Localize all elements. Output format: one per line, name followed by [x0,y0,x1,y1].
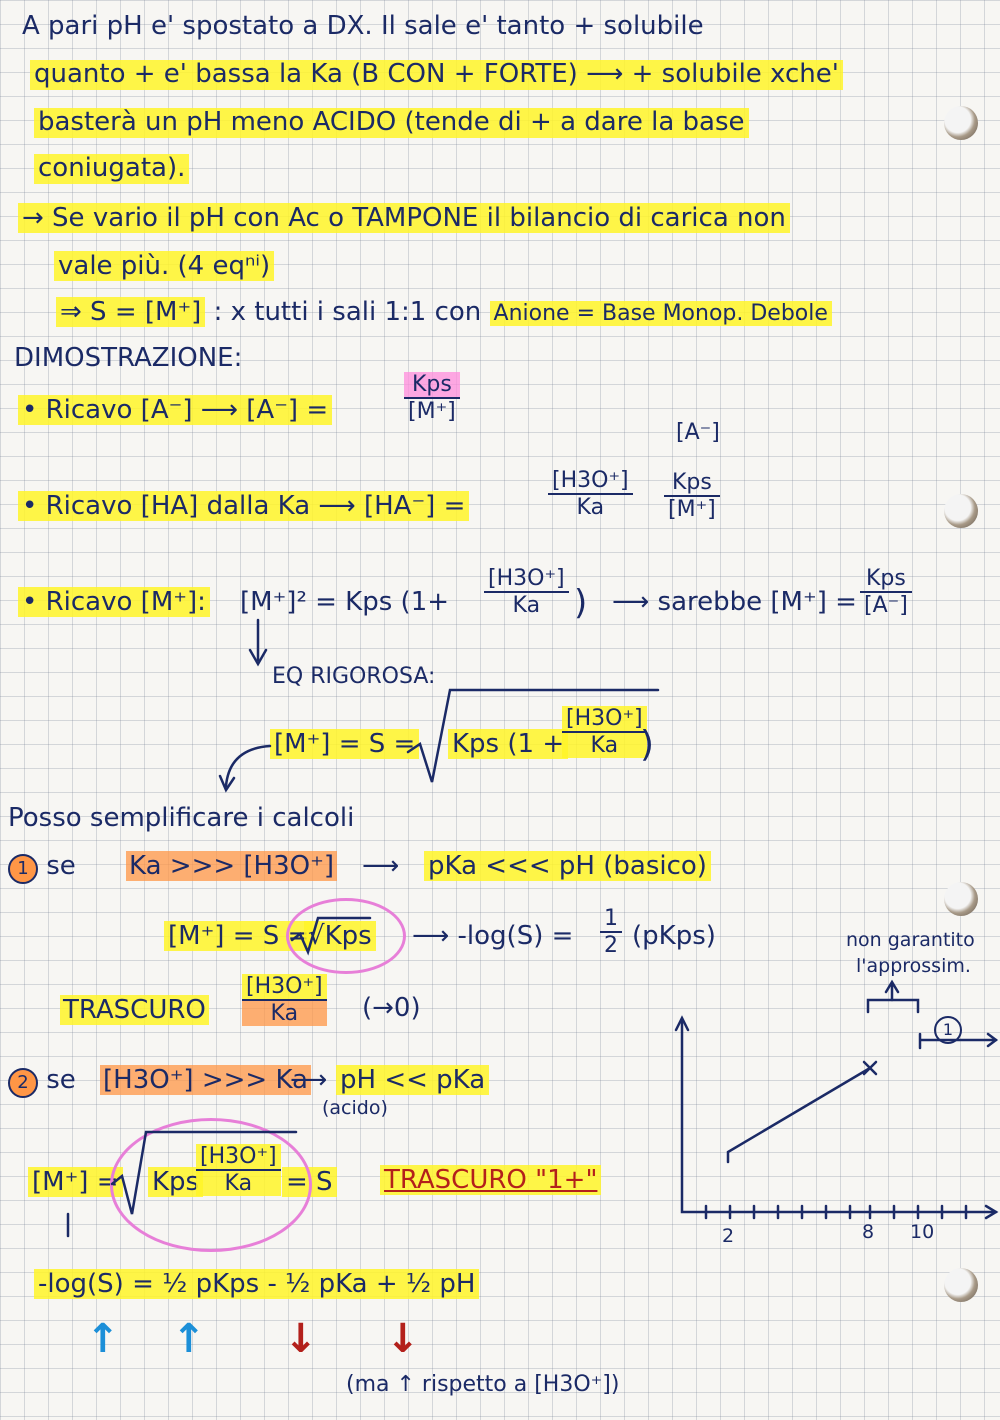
text-line-1: A pari pH e' spostato a DX. Il sale e' t… [22,11,704,41]
case-2-arrow: ⟶ [290,1065,328,1095]
graph-tick-10: 10 [910,1221,935,1243]
arrow-down-icon: ↓ [386,1316,420,1362]
case-2-acidic: (acido) [322,1097,388,1119]
anion-condition: Anione = Base Monop. Debole [489,301,832,326]
marker-two: 2 [8,1068,38,1098]
rigorous-eq-label: EQ RIGOROSA: [272,664,436,689]
case-1-arrow: ⟶ [362,851,400,881]
sqrt-sign-case1 [290,916,372,956]
text-line-4: coniugata). [34,153,190,184]
log-equation: -log(S) = ½ pKps - ½ pKa + ½ pH [34,1269,480,1300]
binder-hole-2 [944,494,978,528]
fraction-kps-over-m-2: Kps[M⁺] [664,470,720,522]
case-1-result: pKa <<< pH (basico) [424,851,711,882]
curved-arrow [224,744,272,788]
text-line-2: quanto + e' bassa la Ka (B CON + FORTE) … [30,59,843,90]
fraction-h3o-over-ka-2: [H3O⁺]Ka [484,566,569,618]
case-2: 2 se [8,1065,76,1098]
rigorous-eq-kps: Kps (1 + [448,729,569,760]
tends-to-zero: (→0) [362,993,421,1023]
rigorous-eq-close: ) [640,724,655,765]
binder-hole-1 [944,106,978,140]
fraction-h3o-over-ka-3: [H3O⁺]Ka [562,706,647,758]
fraction-kps-over-a: Kps[A⁻] [860,566,912,618]
binder-hole-3 [944,882,978,916]
graph-tick-2: 2 [722,1225,735,1247]
case-1: 1 se [8,851,76,884]
step-ricavo-ha: • Ricavo [HA] dalla Ka ⟶ [HA⁻] = [18,491,470,522]
marker-one: 1 [8,854,38,884]
graph-line [726,1066,872,1164]
case-1-log: ⟶ -log(S) = [412,921,574,951]
trascuro-1: TRASCURO [60,995,209,1026]
solubility-equality: ⇒ S = [M⁺] [56,297,206,327]
note-non-garantito: non garantito [846,929,975,951]
highlight-circle-1 [286,898,406,974]
case-1-condition: Ka >>> [H3O⁺] [126,851,337,882]
case-2-result: pH << pKa [336,1065,490,1096]
section-heading-demonstration: DIMOSTRAZIONE: [14,343,243,373]
binder-hole-4 [944,1268,978,1302]
trascuro-2: TRASCURO "1+" [380,1165,602,1196]
step-ricavo-m: • Ricavo [M⁺]: [18,587,210,618]
sqrt-sign-case2 [110,1130,298,1215]
fraction-h3o-over-ka-4: [H3O⁺]Ka [242,974,327,1026]
sqrt-sign-rigorous [406,688,660,783]
case-2-condition: [H3O⁺] >>> Ka [100,1065,311,1096]
simplify-heading: Posso semplificare i calcoli [8,803,355,833]
note-approssimazione: l'approssim. [856,955,971,977]
text-line-7: ⇒ S = [M⁺] : x tutti i sali 1:1 con Anio… [56,297,832,328]
case-2-lhs: [M⁺] = [28,1167,123,1198]
label-a-minus: [A⁻] [676,420,720,445]
note-rispetto: (ma ↑ rispetto a [H3O⁺]) [346,1372,620,1397]
fraction-h3o-over-ka: [H3O⁺]Ka [548,468,633,520]
fraction-kps-over-m: Kps[M⁺] [404,372,460,424]
text-line-3: basterà un pH meno ACIDO (tende di + a d… [34,107,749,138]
arrow-down-icon: ↓ [284,1316,318,1362]
graph-tick-8: 8 [862,1221,875,1243]
text-line-5: → Se vario il pH con Ac o TAMPONE il bil… [18,203,790,234]
text-line-6: vale più. (4 eqⁿⁱ) [54,251,275,282]
graph-region-label: 1 [934,1016,962,1044]
equation-m-squared: [M⁺]² = Kps (1+ [240,587,450,617]
arrow-up-icon: ↑ [172,1316,206,1362]
equation-close-paren: ) [574,583,588,623]
would-be-m: ⟶ sarebbe [M⁺] = [612,587,857,617]
step-ricavo-a: • Ricavo [A⁻] ⟶ [A⁻] = [18,395,333,426]
graph-axes [680,1018,998,1214]
arrow-up-icon: ↑ [86,1316,120,1362]
rigorous-eq-lhs: [M⁺] = S = [270,729,420,760]
case-1-pkps: (pKps) [632,921,716,951]
